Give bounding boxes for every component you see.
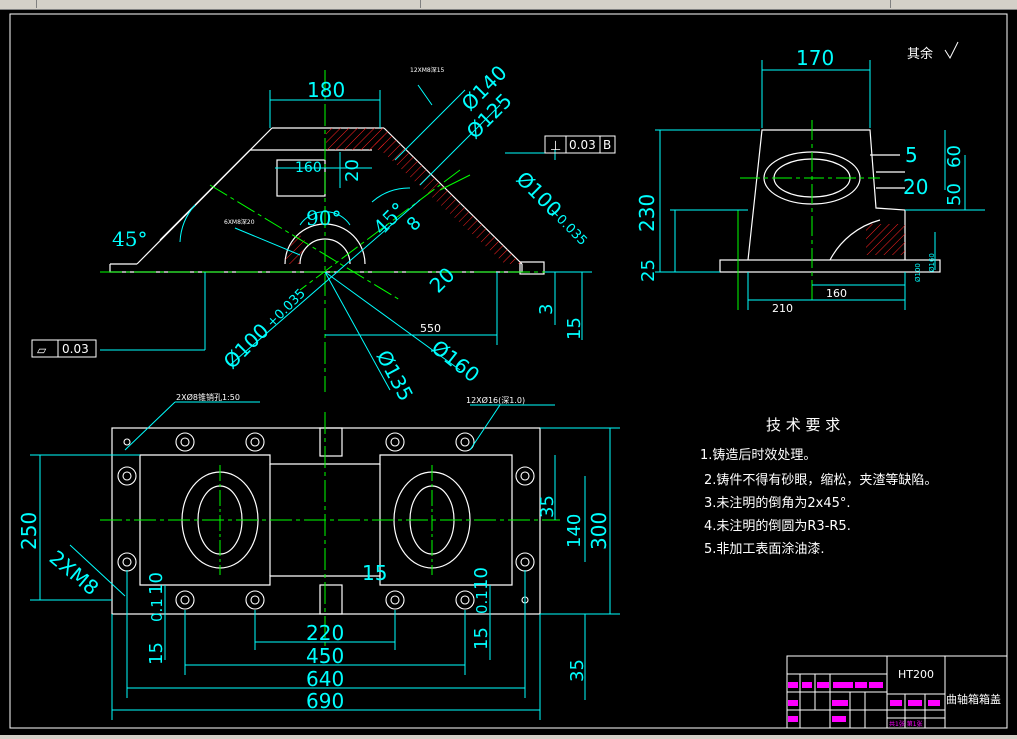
title-block-labels [788, 682, 940, 722]
front-dimension-texts: 180 160 20 45° 90° 45° Ø140 Ø125 Ø100 +0… [112, 60, 590, 405]
side-center-lines [737, 120, 880, 310]
dim-dia-100-left: Ø100 [219, 318, 274, 373]
title-block-grid [786, 655, 1008, 729]
dim-side-210: 210 [772, 302, 793, 315]
toolbar-separator [890, 0, 891, 8]
dim-top-0.1-left: 0.1 [148, 598, 166, 622]
top-note-right: 12XØ16(深1.0) [466, 395, 525, 405]
top-dimension-texts: 2XØ8锥销孔1:50 12XØ16(深1.0) 250 2XM8 35 140… [17, 392, 611, 713]
top-view-bolt-holes [117, 432, 535, 610]
dim-side-20: 20 [903, 175, 928, 199]
sheet-count: 共1张 第1张 [889, 720, 923, 728]
tech-item-5: 5.非加工表面涂油漆. [704, 541, 825, 557]
toolbar-separator [420, 0, 421, 8]
section-hatch-top [326, 128, 384, 150]
side-dimension-lines [655, 60, 985, 310]
app-toolbar-strip [0, 0, 1017, 10]
part-name: 曲轴箱箱盖 [946, 692, 1001, 706]
roughness-symbol [944, 41, 959, 60]
tech-requirements: 技 术 要 求 1.铸造后时效处理。 2.铸件不得有砂眼，缩松，夹渣等缺陷。 3… [700, 416, 937, 557]
tech-item-4: 4.未注明的倒圆为R3-R5. [704, 518, 851, 534]
hole-note-right: 12XM8深15 [410, 66, 445, 74]
dim-top-250: 250 [17, 512, 41, 550]
section-hatch-bore [285, 235, 308, 264]
dim-20: 20 [342, 159, 363, 182]
dim-side-dia-a: Ø100 [914, 263, 922, 282]
material-label: HT200 [898, 668, 934, 681]
top-dimension-lines [30, 401, 620, 720]
dim-side-60: 60 [944, 145, 965, 168]
tech-item-2: 2.铸件不得有砂眼，缩松，夹渣等缺陷。 [704, 472, 937, 488]
dim-15: 15 [564, 317, 585, 340]
dim-dia-135: Ø135 [372, 346, 419, 405]
tol-value-perp: 0.03 [569, 138, 596, 152]
dim-top-10-right: 10 [471, 567, 492, 590]
front-center-lines [100, 70, 560, 392]
tol-value-flat: 0.03 [62, 342, 89, 356]
dim-550: 550 [420, 322, 441, 335]
dim-side-5: 5 [905, 143, 918, 167]
front-dimension-lines [100, 84, 592, 391]
dim-top-35: 35 [537, 495, 558, 518]
dim-dia-160: Ø160 [427, 335, 484, 387]
dim-side-170: 170 [796, 46, 834, 70]
dim-top-690: 690 [306, 689, 344, 713]
tech-item-1: 1.铸造后时效处理。 [700, 447, 816, 463]
dim-side-dia-b: Ø160 [928, 253, 936, 272]
tol-frame-flatness: ▱ 0.03 [31, 339, 97, 358]
title-block: HT200 曲轴箱箱盖 共1张 第1张 [786, 655, 1008, 729]
front-view: 180 160 20 45° 90° 45° Ø140 Ø125 Ø100 +0… [31, 60, 616, 405]
side-view: 170 5 60 230 20 50 25 210 160 Ø100 Ø160 … [635, 41, 985, 315]
section-hatch-right [374, 128, 522, 264]
dim-side-230: 230 [635, 194, 659, 232]
toolbar-separator [36, 0, 37, 8]
dim-top-10-left: 10 [146, 572, 167, 595]
dim-top-0.1-right: 0.1 [473, 590, 491, 614]
dim-top-220: 220 [306, 621, 344, 645]
tol-datum: B [603, 138, 611, 152]
top-center-lines [100, 412, 560, 650]
tech-title: 技 术 要 求 [766, 416, 840, 434]
dim-top-450: 450 [306, 644, 344, 668]
sheet-border [9, 13, 1008, 729]
dim-top-15-right: 15 [471, 627, 492, 650]
side-section-hatch [866, 224, 905, 255]
dim-angle-45-left: 45° [112, 227, 147, 251]
dim-top-640: 640 [306, 667, 344, 691]
dim-side-25: 25 [638, 259, 659, 282]
dim-20-bottom: 20 [425, 263, 460, 298]
dim-top-140: 140 [564, 514, 585, 548]
tol-symbol-flat: ▱ [37, 343, 47, 357]
dim-8: 8 [403, 213, 426, 236]
top-view: 2XØ8锥销孔1:50 12XØ16(深1.0) 250 2XM8 35 140… [17, 392, 620, 720]
dim-side-50: 50 [944, 183, 965, 206]
hole-note-left: 6XM8深20 [224, 218, 255, 226]
tol-symbol-perp: ⊥ [550, 139, 561, 154]
dim-top-15-left: 15 [146, 642, 167, 665]
dim-tol-right: +0.035 [545, 204, 590, 249]
top-note-left: 2XØ8锥销孔1:50 [176, 392, 240, 402]
surface-remark: 其余 [907, 46, 933, 62]
drawing-canvas[interactable]: 180 160 20 45° 90° 45° Ø140 Ø125 Ø100 +0… [0, 10, 1017, 735]
dim-top-m8: 2XM8 [45, 545, 104, 600]
dim-top-300: 300 [587, 512, 611, 550]
dim-160: 160 [295, 160, 322, 176]
side-dimension-texts: 170 5 60 230 20 50 25 210 160 Ø100 Ø160 [635, 46, 965, 315]
dim-side-160: 160 [826, 287, 847, 300]
dim-tol-left: +0.035 [264, 286, 309, 331]
dim-top-15: 15 [362, 561, 387, 585]
dim-180: 180 [307, 78, 345, 102]
dim-3: 3 [536, 304, 557, 315]
dim-top-35-bottom: 35 [567, 659, 588, 682]
dim-angle-90: 90° [306, 206, 341, 230]
tol-frame-perpendicularity: ⊥ 0.03 B [544, 135, 616, 154]
tech-item-3: 3.未注明的倒角为2x45°. [704, 495, 851, 511]
